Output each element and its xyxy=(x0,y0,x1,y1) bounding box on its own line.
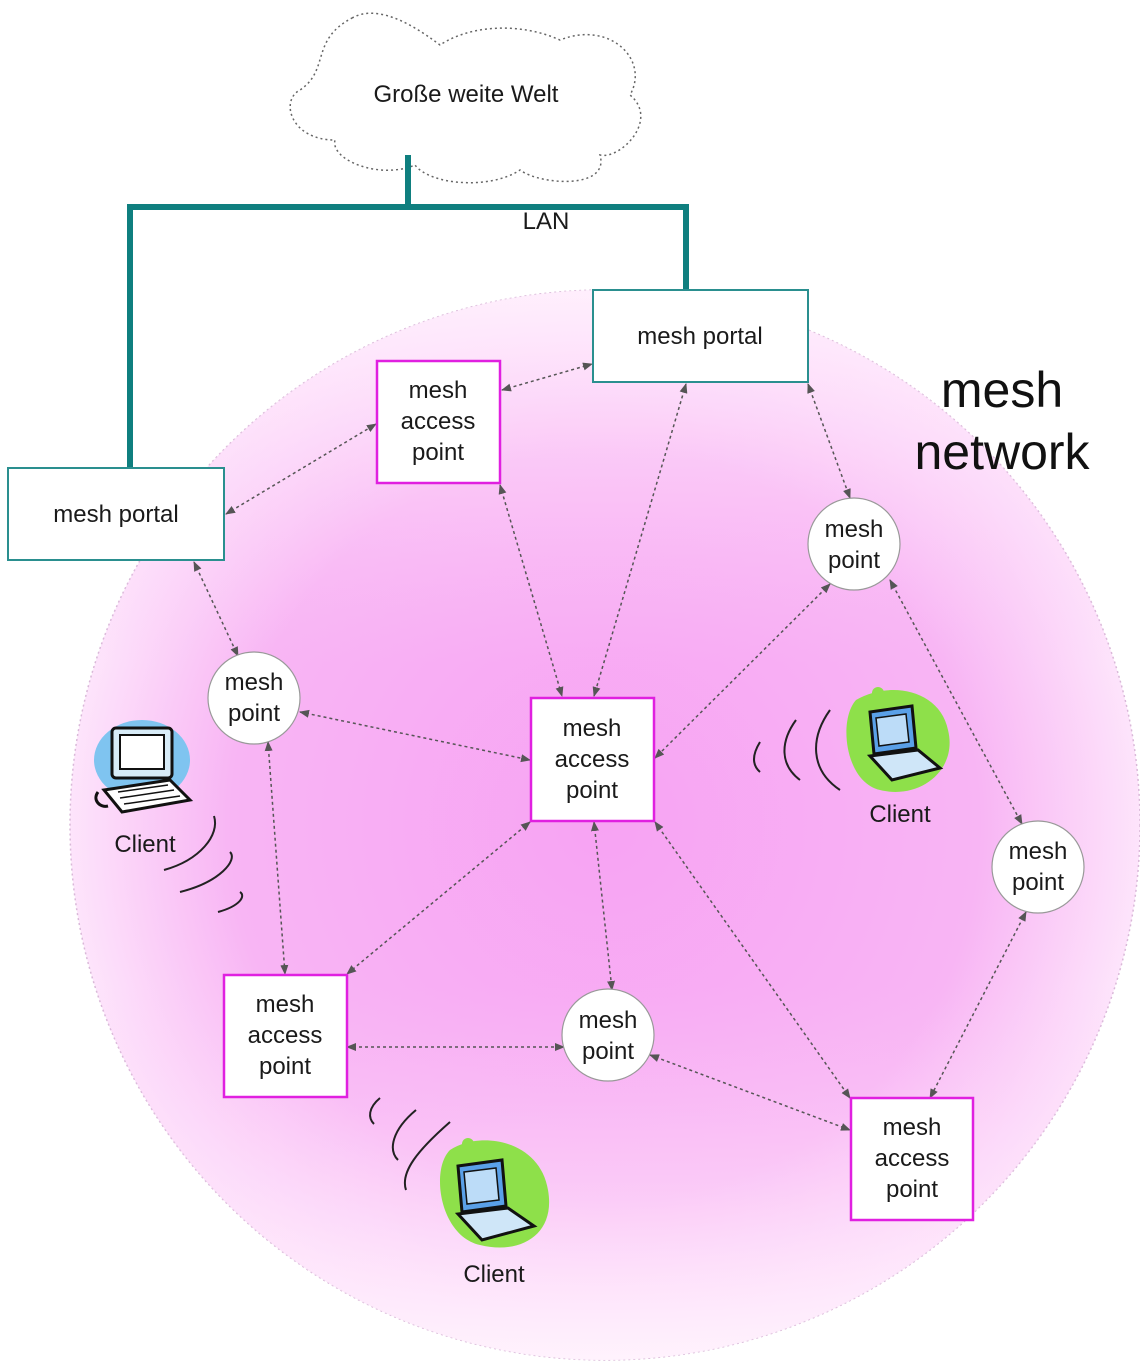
mesh-portal-top: mesh portal xyxy=(592,289,809,383)
node-label-line: point xyxy=(582,1038,634,1065)
mesh-point-left: mesh point xyxy=(207,651,301,745)
node-label-line: mesh xyxy=(409,377,468,404)
node-label-line: point xyxy=(886,1176,938,1203)
link xyxy=(654,821,851,1099)
network-title-line1: mesh xyxy=(941,362,1063,418)
link xyxy=(590,821,616,991)
mesh-point-right: mesh point xyxy=(991,820,1085,914)
laptop-client-icon xyxy=(846,687,950,792)
mesh-access-point-center: mesh access point xyxy=(529,696,656,823)
node-label-line: point xyxy=(259,1053,311,1080)
client-label-desktop: Client xyxy=(114,831,176,858)
mesh-access-point-bottom-right: mesh access point xyxy=(849,1096,975,1222)
node-label-line: access xyxy=(401,408,476,435)
mesh-portal-top-label: mesh portal xyxy=(637,323,762,350)
client-label-laptop-bottom: Client xyxy=(463,1261,525,1288)
mesh-access-point-top: mesh access point xyxy=(375,359,502,485)
node-label-line: mesh xyxy=(225,669,284,696)
link xyxy=(264,741,289,975)
lan-label: LAN xyxy=(523,208,570,235)
node-label-line: point xyxy=(1012,869,1064,896)
internet-cloud xyxy=(289,12,642,184)
mesh-point-right-top: mesh point xyxy=(807,497,901,591)
link xyxy=(346,821,531,975)
desktop-client-icon xyxy=(94,720,194,814)
node-label-line: point xyxy=(828,547,880,574)
node-label-line: point xyxy=(566,777,618,804)
mesh-portal-left-label: mesh portal xyxy=(53,501,178,528)
signal-waves-icon xyxy=(369,1097,451,1191)
link xyxy=(193,561,239,657)
signal-waves-icon xyxy=(163,815,244,913)
node-label-line: point xyxy=(412,439,464,466)
link xyxy=(498,484,564,697)
node-label-line: mesh xyxy=(563,715,622,742)
link xyxy=(654,583,831,759)
cloud-label: Große weite Welt xyxy=(374,81,559,108)
node-label-line: access xyxy=(248,1022,323,1049)
link xyxy=(889,579,1023,825)
node-label-line: mesh xyxy=(883,1114,942,1141)
link xyxy=(807,383,851,499)
link xyxy=(592,383,688,697)
lan-wiring xyxy=(127,155,689,470)
link xyxy=(501,362,593,392)
mesh-point-bottom: mesh point xyxy=(561,988,655,1082)
node-label-line: access xyxy=(555,746,630,773)
link xyxy=(225,423,377,515)
node-label-line: mesh xyxy=(825,516,884,543)
mesh-portal-left: mesh portal xyxy=(7,467,225,561)
mesh-links xyxy=(193,362,1027,1131)
node-label-line: mesh xyxy=(1009,838,1068,865)
node-label-line: mesh xyxy=(256,991,315,1018)
signal-waves-icon xyxy=(753,709,841,791)
mesh-access-point-bottom-left: mesh access point xyxy=(222,973,349,1099)
node-label-line: point xyxy=(228,700,280,727)
link xyxy=(929,911,1027,1099)
laptop-client-icon xyxy=(440,1138,550,1248)
node-label-line: access xyxy=(875,1145,950,1172)
node-label-line: mesh xyxy=(579,1007,638,1034)
network-title-line2: network xyxy=(914,424,1090,480)
client-label-laptop-right: Client xyxy=(869,801,931,828)
